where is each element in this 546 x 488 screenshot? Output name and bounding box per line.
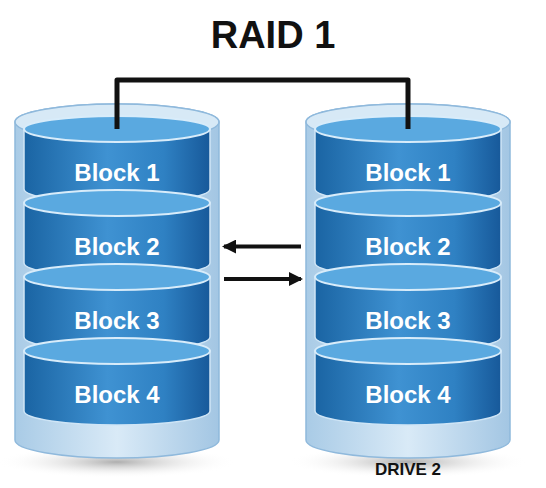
disk-block: Block 4 (22, 337, 212, 427)
disk-block: Block 4 (313, 337, 503, 427)
block-label: Block 4 (313, 365, 503, 425)
block-top (24, 116, 210, 142)
block-top (24, 338, 210, 364)
block-top (315, 338, 501, 364)
drive-cylinder (306, 104, 510, 458)
block-top (315, 116, 501, 142)
block-top (24, 190, 210, 216)
block-top (315, 190, 501, 216)
block-top (315, 264, 501, 290)
sync-arrow (224, 277, 301, 281)
block-label: Block 4 (22, 365, 212, 425)
sync-arrow (224, 245, 301, 249)
diagram-title: RAID 1 (0, 14, 546, 57)
drive-cylinder (15, 104, 219, 458)
block-top (24, 264, 210, 290)
drive-label: DRIVE 2 (375, 460, 441, 480)
